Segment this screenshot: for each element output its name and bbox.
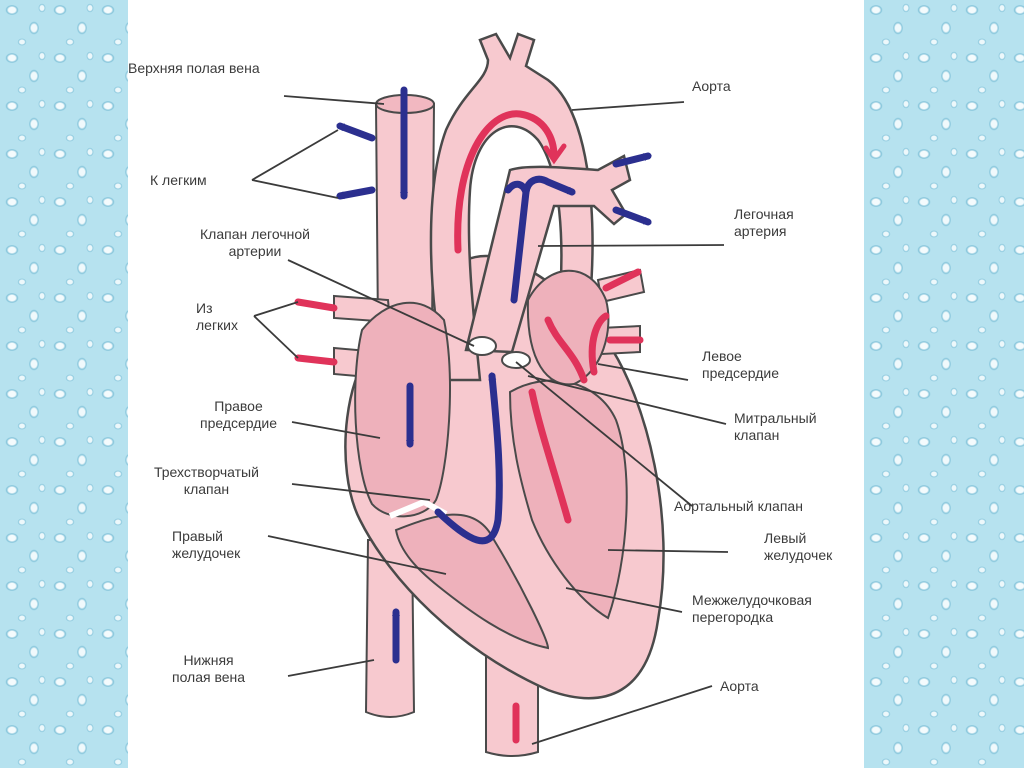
label-right-atrium: Правое предсердие [200,398,278,431]
label-pulmonary-artery: Легочная артерия [734,206,794,239]
label-left-ventricle: Левый желудочек [764,530,833,563]
leader-lines [251,95,729,745]
label-aorta-top: Аорта [692,78,731,94]
heart-diagram [251,32,729,757]
label-aorta-bottom: Аорта [720,678,759,694]
right-ventricle-chamber [394,513,550,650]
label-aortic-valve: Аортальный клапан [674,498,803,514]
label-superior-vena-cava: Верхняя полая вена [128,60,260,76]
pulmonary-valve-shape [467,336,497,356]
inferior-vena-cava-vessel [364,539,416,718]
label-inferior-vena-cava: Нижняя полая вена [172,652,246,685]
label-pulmonary-valve: Клапан легочной артерии [200,226,310,259]
pulmonary-artery-vessel [464,154,632,354]
label-left-atrium: Левое предсердие [702,348,780,381]
label-septum: Межжелудочковая перегородка [692,592,812,625]
oxygenated-flow-arrows [294,110,644,744]
left-atrium-chamber [526,269,610,386]
label-mitral-valve: Митральный клапан [734,410,817,443]
label-tricuspid-valve: Трехстворчатый клапан [154,464,259,497]
water-drops-background-right [864,0,1024,768]
right-atrium-chamber [354,301,451,518]
label-to-lungs: К легким [150,172,207,188]
deoxygenated-flow-arrows [336,86,652,664]
diagram-panel: Верхняя полая вена Аорта К легким Клапан… [128,0,864,768]
aortic-arch [429,32,594,382]
water-drops-background-left [0,0,128,768]
aortic-valve-shape [501,351,531,369]
label-right-ventricle: Правый желудочек [172,528,241,561]
left-ventricle-chamber [508,379,628,620]
label-from-lungs: Из легких [196,300,239,333]
